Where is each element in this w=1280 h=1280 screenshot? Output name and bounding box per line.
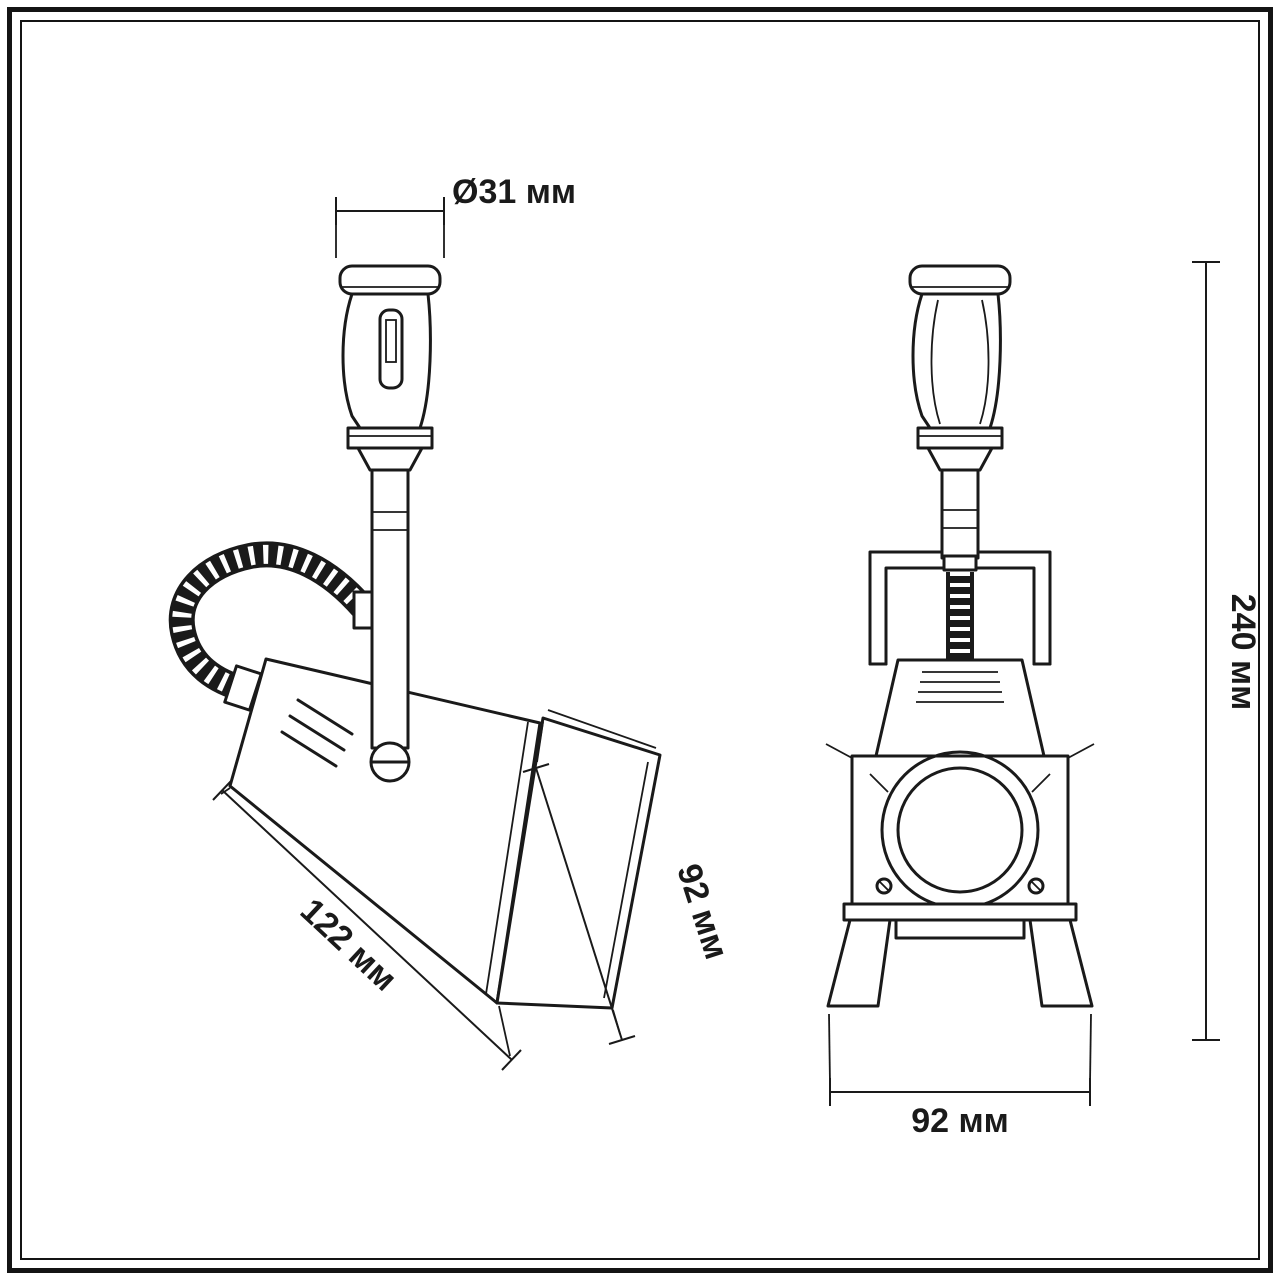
vent-slots [280,698,354,768]
handle-front [908,264,1012,472]
lamp-face [825,743,1095,910]
handle-collar [916,426,1004,450]
handle-collar [346,426,434,450]
handle-neck [926,446,994,472]
barn-door-back [894,918,1026,940]
barn-door-left [826,918,892,1008]
barn-doors-front [826,902,1094,1008]
handle-cap [338,264,442,296]
coiled-cable [168,541,376,712]
handle-neck [356,446,424,472]
grip-slot [378,308,404,390]
front-view: 240 мм 92 мм [825,261,1262,1140]
lens-inner [896,766,1024,894]
stem-front [940,468,980,560]
threaded-rod [942,554,978,664]
top-housing [874,658,1046,758]
dim-width: 92 мм [828,1013,1092,1140]
dim-diameter-label: Ø31 мм [452,173,576,211]
hinge-band [842,902,1078,922]
stem-side [370,468,410,750]
handle-grip [911,292,1002,430]
handle-cap [908,264,1012,296]
side-view: Ø31 мм 122 мм 92 мм [168,173,736,1071]
dim-height-label: 240 мм [1224,594,1262,710]
dim-depth-label: 92 мм [669,859,735,964]
pivot-screw [369,741,411,783]
housing-grille [916,671,1004,703]
barn-door-right [1028,918,1094,1008]
handle-side [338,264,442,472]
dim-diameter: Ø31 мм [335,173,576,258]
dim-width-label: 92 мм [911,1102,1009,1140]
dim-height: 240 мм [1192,261,1262,1041]
face-screws [875,877,1045,895]
cable-connector-body [223,664,263,712]
